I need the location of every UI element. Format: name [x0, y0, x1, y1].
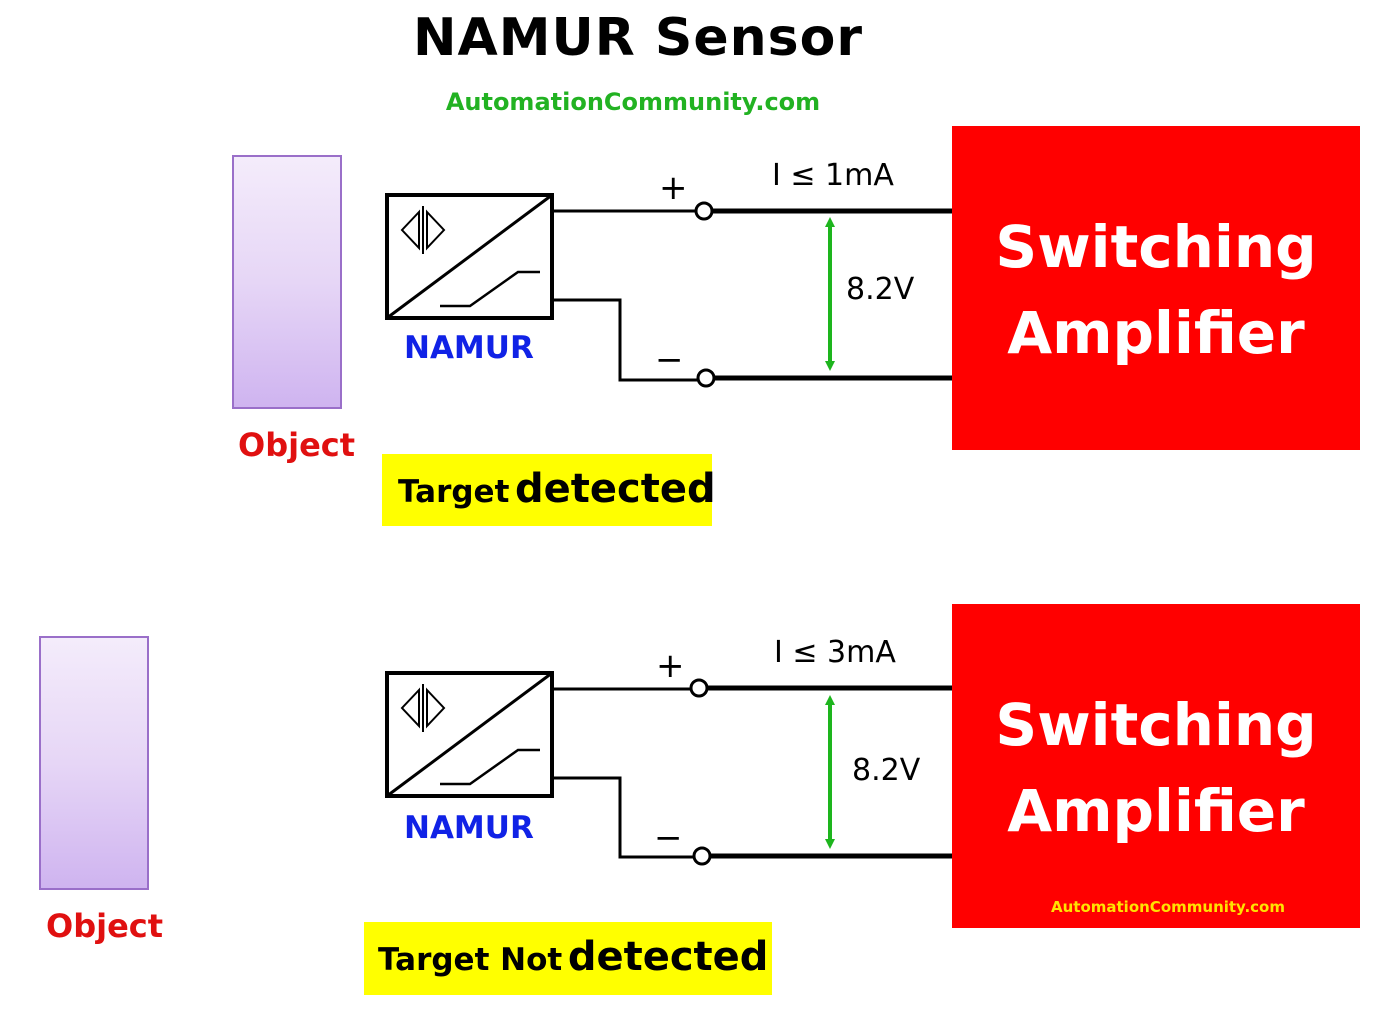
positive-wire — [552, 678, 952, 698]
object-label: Object — [238, 426, 356, 464]
status-word: detected — [514, 466, 716, 512]
status-prefix: Target — [398, 474, 510, 510]
voltage-label: 8.2V — [852, 753, 921, 788]
current-label: I ≤ 3mA — [774, 635, 896, 670]
amplifier-line-1: Switching — [995, 691, 1317, 759]
namur-label: NAMUR — [404, 810, 534, 846]
amplifier-line-1: Switching — [995, 213, 1317, 281]
target-object — [39, 636, 149, 890]
voltage-label: 8.2V — [846, 272, 915, 307]
switching-amplifier: Switching Amplifier — [952, 126, 1360, 450]
negative-wire — [552, 776, 952, 866]
status-prefix: Target Not — [378, 942, 563, 978]
page-title: NAMUR Sensor — [413, 8, 863, 68]
status-word: detected — [567, 934, 769, 980]
target-object — [232, 155, 342, 409]
sensor-symbol — [385, 671, 554, 798]
switching-amplifier: Switching Amplifier — [952, 604, 1360, 928]
object-label: Object — [46, 907, 164, 945]
site-watermark: AutomationCommunity.com — [445, 88, 821, 116]
amplifier-line-2: Amplifier — [1007, 299, 1305, 367]
positive-wire — [552, 201, 952, 221]
namur-label: NAMUR — [404, 330, 534, 366]
minus-sign: − — [655, 340, 684, 380]
plus-sign: + — [659, 168, 688, 208]
status-badge: Target detected — [382, 454, 716, 526]
negative-wire — [552, 298, 952, 388]
minus-sign: − — [654, 818, 683, 858]
amplifier-watermark: AutomationCommunity.com — [1051, 898, 1285, 916]
status-badge: Target Not detected — [364, 922, 772, 995]
amplifier-line-2: Amplifier — [1007, 777, 1305, 845]
current-label: I ≤ 1mA — [772, 158, 894, 193]
plus-sign: + — [656, 646, 685, 686]
sensor-symbol — [385, 193, 554, 320]
